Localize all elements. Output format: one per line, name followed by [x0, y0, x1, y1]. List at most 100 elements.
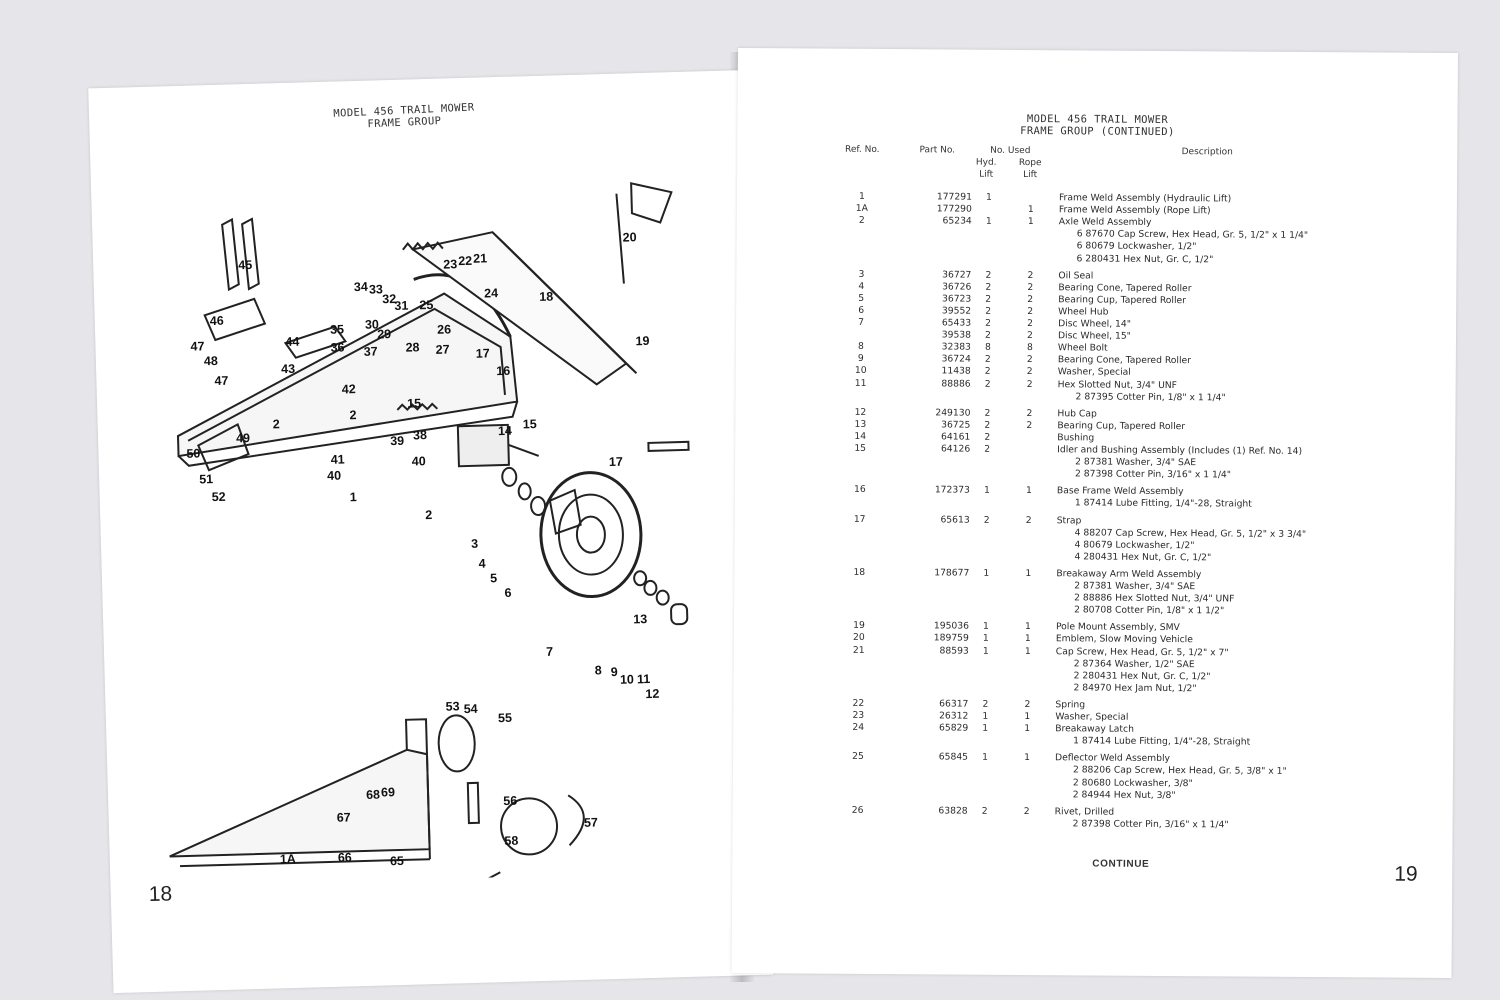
callout-40b: 40: [327, 469, 341, 483]
part-no-cell: 66317: [939, 698, 969, 710]
callout-48: 48: [204, 354, 218, 368]
callout-41: 41: [331, 452, 345, 466]
hyd-lift-cell: 1: [985, 191, 992, 203]
part-no-cell: 65613: [940, 513, 970, 526]
ref-cell: 17: [853, 513, 866, 525]
description-cell: Wheel Bolt: [1057, 342, 1108, 354]
callout-49: 49: [236, 431, 250, 445]
right-page-title: MODEL 456 TRAIL MOWER FRAME GROUP (CONTI…: [977, 113, 1217, 139]
callout-17b: 17: [609, 455, 623, 469]
ref-cell: 23: [852, 709, 865, 721]
callout-58: 58: [504, 834, 518, 848]
description-cell: Spring: [1055, 699, 1086, 711]
part-no-cell: 36725: [941, 419, 971, 431]
hyd-lift-cell: 1: [982, 621, 989, 633]
part-no-cell: 36726: [942, 281, 972, 293]
ref-cell: 15: [854, 442, 867, 454]
hyd-lift-cell: 2: [984, 419, 991, 431]
hyd-lift-cell: 2: [985, 317, 992, 329]
ref-cell: 20: [852, 632, 865, 644]
callout-38: 38: [413, 428, 427, 442]
part-no-cell: 195036: [933, 620, 970, 632]
part-no-cell: 63828: [938, 805, 968, 817]
rope-lift-cell: 2: [1026, 366, 1033, 378]
description-cell: Washer, Special: [1055, 711, 1129, 723]
ref-cell: 26: [851, 804, 864, 816]
callout-2a: 2: [273, 417, 280, 431]
description-cell: Disc Wheel, 14": [1058, 318, 1132, 330]
description-cell: Base Frame Weld Assembly: [1056, 485, 1184, 498]
hyd-lift-cell: 1: [982, 710, 989, 722]
callout-67: 67: [337, 810, 351, 824]
hyd-lift-cell: 1: [983, 485, 990, 497]
callout-52: 52: [212, 490, 226, 504]
callout-labels: 1 1A 2 2 2 3 4 5 6 7 8 9 10 11 12 13 14: [186, 230, 659, 937]
callout-15a: 15: [407, 396, 421, 410]
description-cell: 4 280431 Hex Nut, Gr. C, 1/2": [1074, 551, 1212, 564]
rope-lift-cell: 2: [1027, 305, 1034, 317]
callout-26: 26: [437, 322, 451, 336]
part-no-cell: 36727: [942, 269, 972, 281]
header-description: Description: [1181, 147, 1233, 158]
callout-14: 14: [498, 424, 512, 438]
rope-lift-cell: 1: [1024, 621, 1031, 633]
hyd-lift-cell: 2: [985, 269, 992, 281]
callout-46: 46: [210, 314, 224, 328]
hyd-lift-cell: 2: [984, 443, 991, 455]
callout-25: 25: [419, 298, 433, 312]
description-cell: 2 80708 Cotter Pin, 1/8" x 1 1/2": [1074, 604, 1225, 617]
part-no-cell: 32383: [941, 341, 971, 353]
part-no-cell: 65829: [938, 722, 969, 734]
ref-cell: 16: [854, 484, 866, 496]
callout-34: 34: [354, 280, 368, 294]
diagram-linework: [169, 182, 690, 930]
rope-lift-cell: 2: [1027, 330, 1033, 342]
callout-21: 21: [473, 251, 487, 265]
callout-42: 42: [342, 382, 356, 396]
part-no-cell: 64126: [940, 443, 971, 455]
callout-47b: 47: [214, 374, 228, 388]
description-cell: 6 280431 Hex Nut, Gr. C, 1/2": [1076, 252, 1214, 265]
callout-18: 18: [539, 290, 553, 304]
description-cell: Strap: [1056, 514, 1082, 526]
left-page-number: 18: [148, 882, 173, 907]
hyd-lift-cell: 2: [984, 407, 991, 419]
hyd-lift-cell: 1: [982, 633, 989, 645]
description-cell: 2 87381 Washer, 3/4" SAE: [1075, 456, 1197, 469]
callout-28: 28: [405, 340, 419, 354]
description-cell: Bushing: [1057, 432, 1095, 444]
rope-lift-cell: 1: [1024, 633, 1031, 645]
rope-lift-cell: 2: [1026, 378, 1033, 390]
callout-51: 51: [199, 472, 213, 486]
callout-2b: 2: [349, 408, 356, 422]
description-cell: Frame Weld Assembly (Rope Lift): [1058, 204, 1211, 217]
hyd-lift-cell: 2: [984, 378, 991, 390]
callout-22: 22: [458, 254, 472, 268]
description-cell: Pole Mount Assembly, SMV: [1055, 621, 1180, 634]
rope-lift-cell: 2: [1027, 281, 1034, 293]
callout-55: 55: [498, 711, 512, 725]
ref-cell: 9: [857, 353, 864, 365]
callout-16: 16: [496, 364, 510, 378]
description-cell: Cap Screw, Hex Head, Gr. 5, 1/2" x 7": [1055, 645, 1229, 658]
description-cell: 6 80679 Lockwasher, 1/2": [1076, 240, 1197, 253]
part-no-cell: 11438: [941, 365, 971, 378]
description-cell: Hex Slotted Nut, 3/4" UNF: [1057, 378, 1178, 391]
header-hyd: Hyd.: [975, 157, 997, 168]
ref-cell: 13: [854, 418, 867, 430]
hyd-lift-cell: 2: [982, 698, 989, 710]
description-cell: Wheel Hub: [1058, 306, 1109, 318]
rope-lift-cell: 2: [1024, 698, 1031, 710]
rope-lift-cell: 2: [1026, 354, 1033, 366]
callout-54: 54: [464, 702, 478, 716]
description-cell: 2 87381 Washer, 3/4" SAE: [1074, 580, 1196, 593]
callout-40a: 40: [412, 454, 426, 468]
header-rope-lift: Lift: [1023, 169, 1038, 181]
callout-47a: 47: [190, 339, 204, 353]
ref-cell: 14: [854, 430, 867, 442]
ref-cell: 3: [858, 268, 865, 280]
callout-12: 12: [645, 687, 659, 701]
callout-5: 5: [490, 571, 497, 585]
callout-69: 69: [381, 785, 395, 799]
part-no-cell: 177291: [936, 191, 973, 203]
